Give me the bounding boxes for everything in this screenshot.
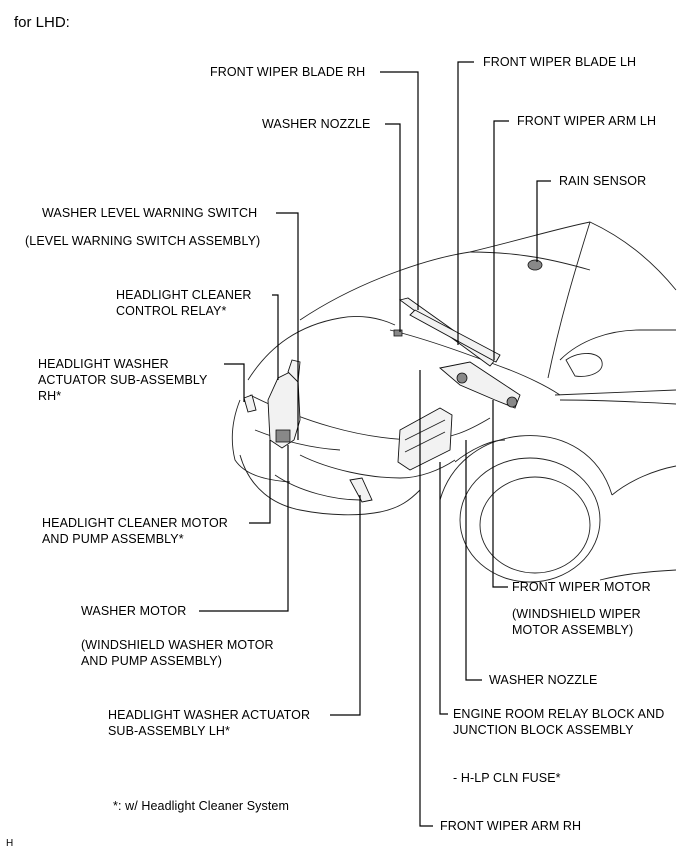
label-headlight-washer-actuator-rh-line3: RH* [38,389,62,403]
rain-sensor-part [527,259,543,271]
label-headlight-cleaner-motor-line1: HEADLIGHT CLEANER MOTOR [42,516,228,530]
car-body-outline [231,221,677,583]
label-engine-room-relay-block-line2: JUNCTION BLOCK ASSEMBLY [453,723,634,737]
wiper-blade-lh-part [409,309,501,363]
label-headlight-washer-actuator-rh-line1: HEADLIGHT WASHER [38,357,169,371]
label-windshield-wiper-motor-line1: (WINDSHIELD WIPER [512,607,641,621]
label-front-wiper-blade-lh: FRONT WIPER BLADE LH [483,55,637,69]
label-front-wiper-motor: FRONT WIPER MOTOR [512,580,651,594]
label-hlp-cln-fuse: - H-LP CLN FUSE* [453,771,561,785]
label-headlight-washer-actuator-lh-line2: SUB-ASSEMBLY LH* [108,724,231,738]
label-washer-nozzle-top: WASHER NOZZLE [262,117,371,131]
diagram-title: for LHD: [14,14,70,31]
footnote: *: w/ Headlight Cleaner System [113,799,289,813]
headlight-washer-actuator-lh-part [349,477,373,503]
label-front-wiper-arm-rh: FRONT WIPER ARM RH [440,819,582,833]
label-headlight-cleaner-control-relay-line1: HEADLIGHT CLEANER [116,288,252,302]
label-front-wiper-blade-rh: FRONT WIPER BLADE RH [210,65,366,79]
label-headlight-washer-actuator-lh-line1: HEADLIGHT WASHER ACTUATOR [108,708,311,722]
label-rain-sensor: RAIN SENSOR [559,174,647,188]
headlight-cleaner-motor-part [275,429,291,443]
washer-tank-part [267,371,301,449]
label-washer-motor: WASHER MOTOR [81,604,187,618]
label-front-wiper-arm-lh: FRONT WIPER ARM LH [517,114,657,128]
label-level-warning-switch-assembly: (LEVEL WARNING SWITCH ASSEMBLY) [25,234,261,248]
label-headlight-cleaner-control-relay-line2: CONTROL RELAY* [116,304,227,318]
label-engine-room-relay-block-line1: ENGINE ROOM RELAY BLOCK AND [453,707,665,721]
label-windshield-washer-motor-line2: AND PUMP ASSEMBLY) [81,654,222,668]
washer-nozzle-top-part [393,329,403,337]
label-washer-level-warning-switch: WASHER LEVEL WARNING SWITCH [42,206,258,220]
label-windshield-washer-motor-line1: (WINDSHIELD WASHER MOTOR [81,638,274,652]
leader-lines [199,61,551,827]
label-washer-nozzle-bottom: WASHER NOZZLE [489,673,598,687]
label-headlight-cleaner-motor-line2: AND PUMP ASSEMBLY* [42,532,184,546]
corner-mark: H [6,838,14,849]
label-windshield-wiper-motor-line2: MOTOR ASSEMBLY) [512,623,634,637]
label-headlight-washer-actuator-rh-line2: ACTUATOR SUB-ASSEMBLY [38,373,208,387]
headlight-washer-actuator-rh-part [243,394,257,413]
